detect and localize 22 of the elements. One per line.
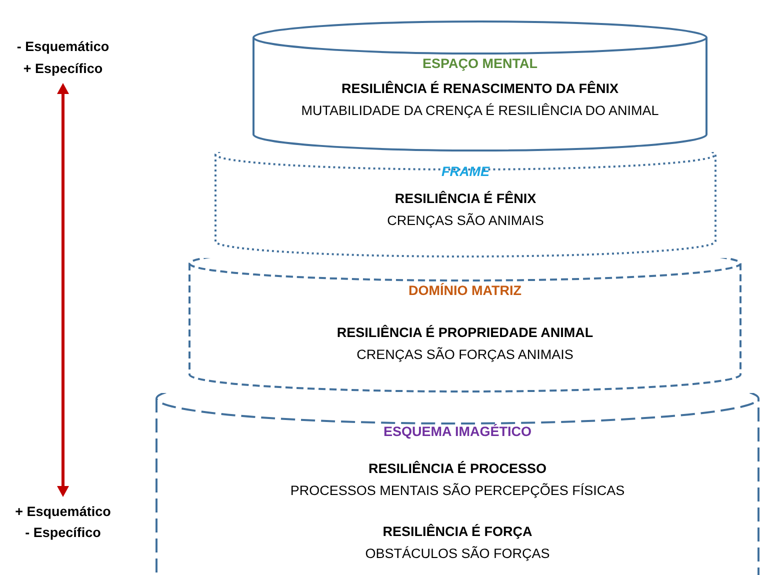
metaphor-title: RESILIÊNCIA É RENASCIMENTO DA FÊNIX: [341, 80, 619, 98]
scale-label: + Específico: [23, 61, 103, 76]
scale-label: + Esquemático: [15, 504, 111, 519]
metaphor-text: OBSTÁCULOS SÃO FORÇAS: [365, 545, 550, 563]
cylinder-tier: [155, 393, 760, 575]
metaphor-text: MUTABILIDADE DA CRENÇA É RESILIÊNCIA DO ANIMAL: [301, 102, 659, 120]
metaphor-text: CRENÇAS SÃO ANIMAIS: [387, 212, 544, 230]
cylinder-tier: [214, 152, 717, 258]
metaphor-text: CRENÇAS SÃO FORÇAS ANIMAIS: [356, 346, 574, 364]
metaphor-title: RESILIÊNCIA É FORÇA: [382, 522, 532, 541]
space-heading: ESPAÇO MENTAL: [422, 55, 538, 73]
scale-label: - Específico: [25, 525, 101, 540]
metaphor-title: RESILIÊNCIA É PROCESSO: [368, 460, 547, 478]
cylinder-tier: [252, 20, 708, 152]
schema-heading: ESQUEMA IMAGÉTICO: [383, 423, 532, 441]
scale-label: - Esquemático: [16, 39, 110, 54]
metaphor-title: RESILIÊNCIA É PROPRIEDADE ANIMAL: [336, 324, 594, 342]
metaphor-title: RESILIÊNCIA É FÊNIX: [394, 190, 536, 208]
metaphor-text: PROCESSOS MENTAIS SÃO PERCEPÇÕES FÍSICAS: [290, 482, 625, 500]
domain-heading: DOMÍNIO MATRIZ: [408, 282, 522, 300]
frame-heading: FRAME: [442, 163, 490, 181]
cylinder-tier: [188, 258, 742, 393]
